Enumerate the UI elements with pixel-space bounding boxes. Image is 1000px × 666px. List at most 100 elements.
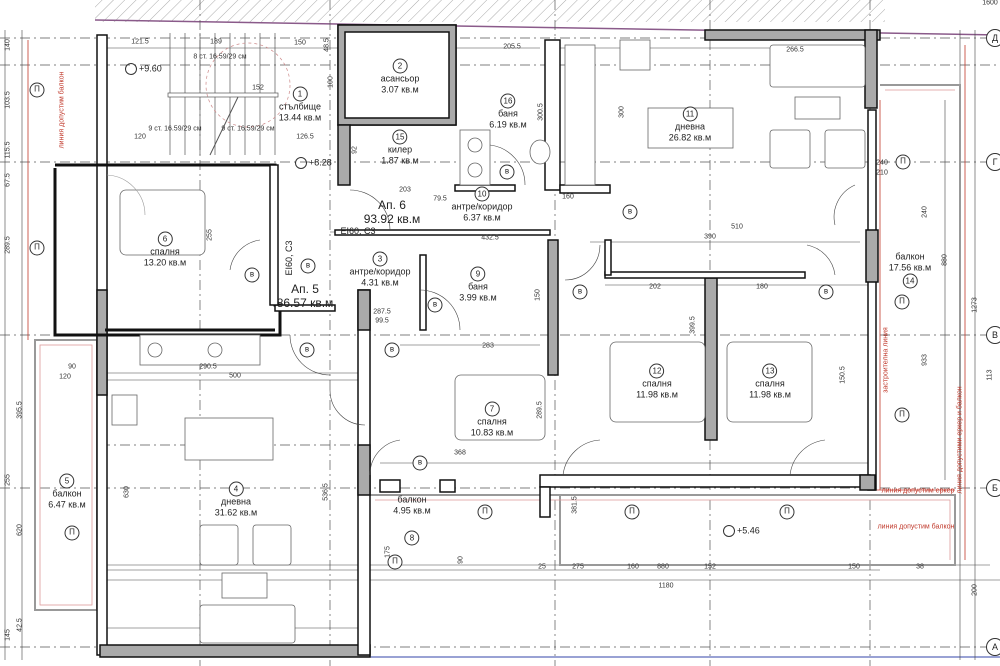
dimension-label: 90: [457, 556, 465, 564]
dimension-label: 290.5: [199, 363, 217, 371]
dimension-label: 42.5: [16, 618, 24, 632]
dimension-label: 120: [134, 133, 146, 141]
room-number: 10: [474, 186, 490, 202]
dimension-label: 100: [327, 76, 335, 88]
dimension-label: 152: [704, 563, 716, 571]
window-tag: П: [894, 407, 910, 423]
room-name: дневна: [675, 121, 705, 132]
window-tag: П: [477, 504, 493, 520]
room-name: антре/коридор: [349, 266, 411, 277]
elevation-value: +9.60: [139, 63, 162, 74]
dimension-label: 240: [876, 159, 888, 167]
dimension-label: 145: [4, 629, 12, 641]
room-number: 15: [392, 129, 408, 145]
room-name: спалня: [755, 378, 785, 389]
bed: [454, 374, 546, 441]
dimension-label: 1273: [971, 297, 979, 313]
room-name: антре/коридор: [451, 201, 513, 212]
bed: [119, 189, 206, 256]
room-number: 13: [762, 363, 778, 379]
dimension-label: 121.5: [131, 38, 149, 46]
door-tag: в: [572, 284, 588, 300]
room-number: 16: [500, 93, 516, 109]
room-number: 4: [228, 481, 244, 497]
dimension-label: 25: [538, 563, 546, 571]
room-number: 1: [292, 86, 308, 102]
dimension-label: 150: [848, 563, 860, 571]
dimension-label: 205.5: [503, 43, 521, 51]
dimension-label: 79.5: [433, 195, 447, 203]
dimension-label: 150: [534, 289, 542, 301]
apartment-area: 86.57 кв.м: [276, 296, 334, 310]
dimension-label: 432.5: [481, 234, 499, 242]
dimension-label: 175: [384, 546, 392, 558]
apartment-name: Ап. 5: [291, 282, 319, 296]
room-area: 17.56 кв.м: [888, 262, 932, 273]
dimension-label: 381.5: [571, 496, 579, 514]
dimension-label: 500: [229, 372, 241, 380]
room-name: балкон: [52, 488, 82, 499]
balcony-outlines: [27, 40, 966, 611]
fire-door-label: EI60, C3: [340, 226, 376, 236]
axis-marker: Б: [986, 479, 1000, 497]
elevation-value: +5.46: [737, 525, 760, 536]
regulation-note: линия допустими еркер и балкон: [956, 386, 964, 494]
room-area: 11.98 кв.м: [749, 389, 791, 400]
dimension-label: 933: [921, 354, 929, 366]
dimension-label: 880: [941, 254, 949, 266]
dimension-label: 289.5: [4, 236, 12, 254]
elevation-marker: +5.46: [723, 525, 760, 537]
dimension-label: 189: [210, 38, 222, 46]
dimension-label: 120: [59, 373, 71, 381]
elevation-marker: +9.60: [125, 63, 162, 75]
bed: [726, 341, 813, 423]
room-number: 2: [392, 58, 408, 74]
dimension-label: 115.5: [4, 141, 12, 159]
dimension-label: 160: [562, 193, 574, 201]
room-name: дневна: [221, 496, 251, 507]
room-area: 26.82 кв.м: [668, 132, 712, 143]
dimension-label: 620: [16, 524, 24, 536]
room-name: баня: [498, 108, 518, 119]
dimension-label: 1180: [658, 582, 674, 590]
elevation-icon: [295, 157, 307, 169]
stair-note: 8 ст. 16.59/29 см: [193, 53, 247, 61]
dimension-label: 90: [68, 363, 76, 371]
window-tag: П: [894, 294, 910, 310]
dimension-label: 203: [399, 186, 411, 194]
dimension-label: 67.5: [4, 173, 12, 187]
dimension-label: 160: [627, 563, 639, 571]
window-tag: П: [64, 525, 80, 541]
elevation-icon: [723, 525, 735, 537]
window-tag: П: [895, 154, 911, 170]
room-name: спалня: [642, 378, 672, 389]
room-name: спалня: [150, 246, 180, 257]
door-tag: в: [818, 284, 834, 300]
axis-marker: В: [986, 326, 1000, 344]
elevation-marker: +8.28: [295, 157, 332, 169]
dimension-label: 202: [649, 283, 661, 291]
window-tag: П: [624, 504, 640, 520]
window-tag: П: [387, 554, 403, 570]
elevation-icon: [125, 63, 137, 75]
dimension-label: 92: [351, 146, 359, 154]
stair-note: 9 ст. 16.59/29 см: [221, 125, 275, 133]
room-number: 14: [902, 273, 918, 289]
door-swings: [106, 144, 856, 476]
dimension-label: 103.5: [4, 91, 12, 109]
room-number: 7: [484, 401, 500, 417]
dimension-label: 152: [252, 84, 264, 92]
dining-table: [184, 417, 274, 461]
window-tag: П: [29, 240, 45, 256]
dimension-label: 38: [916, 563, 924, 571]
